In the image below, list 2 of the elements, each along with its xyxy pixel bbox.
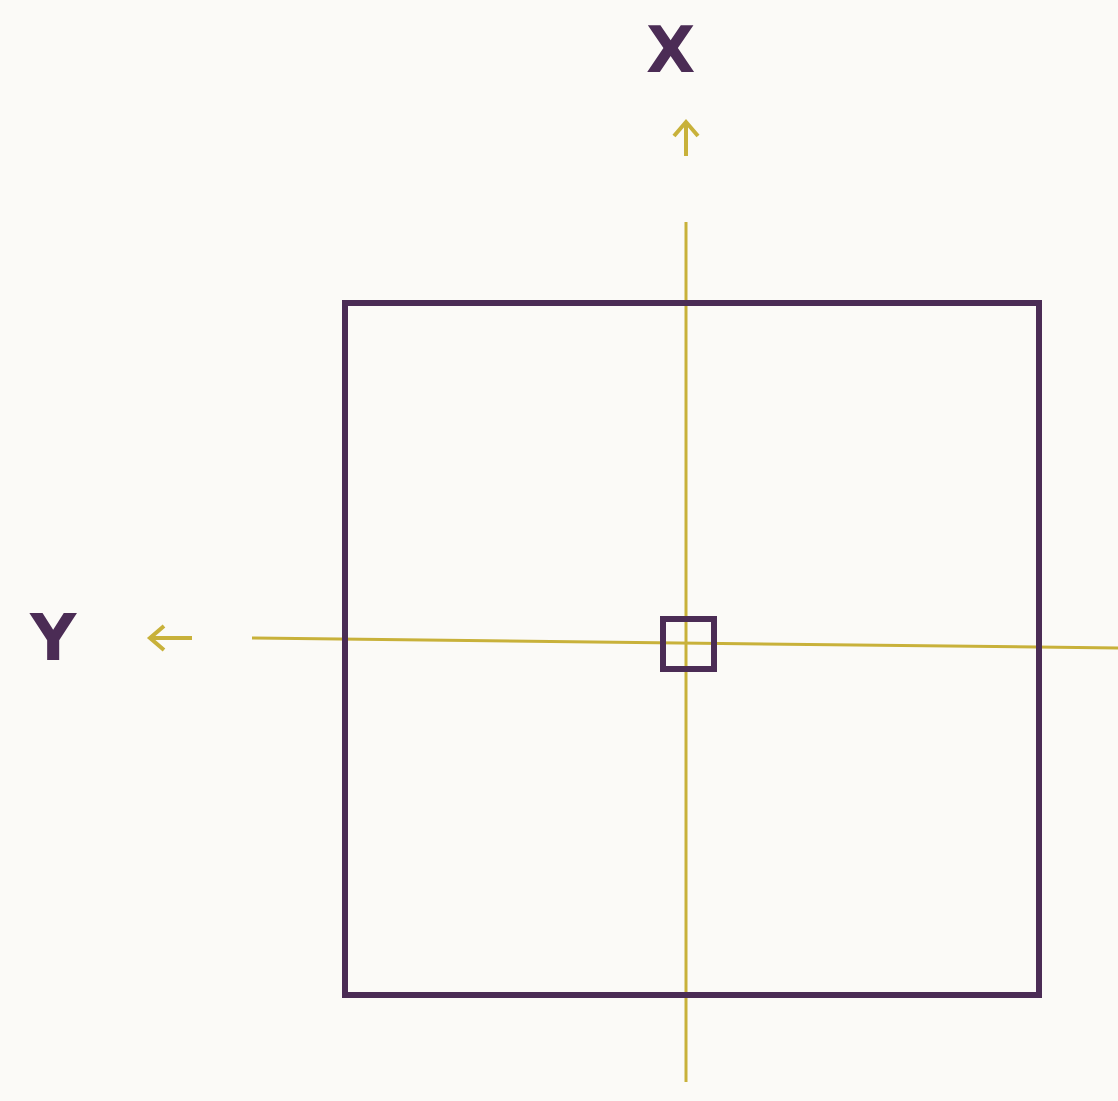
axis-label: Y: [30, 606, 77, 670]
axis-label: X: [646, 18, 696, 82]
